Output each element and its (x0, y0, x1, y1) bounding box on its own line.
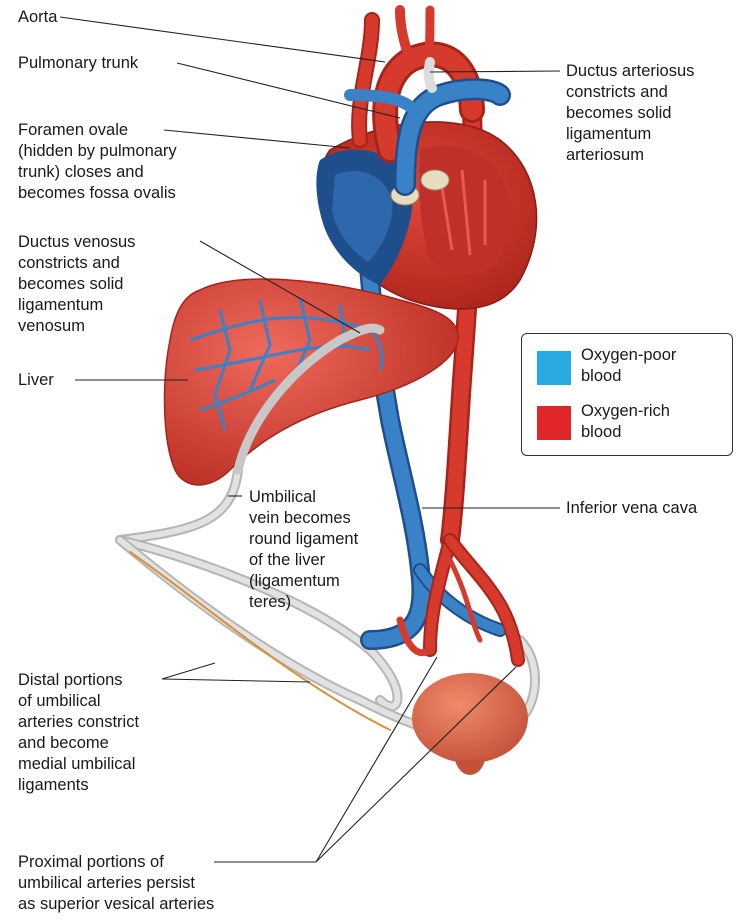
label-foramen-ovale: Foramen ovale (hidden by pulmonary trunk… (18, 120, 177, 204)
label-aorta: Aorta (18, 7, 57, 28)
label-distal-portions: Distal portions of umbilical arteries co… (18, 670, 139, 796)
oxygen-rich-label: Oxygen-rich blood (581, 401, 670, 443)
heart (316, 122, 536, 309)
legend: Oxygen-poor blood Oxygen-rich blood (521, 333, 733, 456)
label-liver: Liver (18, 370, 54, 391)
oxygen-poor-swatch (537, 351, 571, 385)
label-proximal-portions: Proximal portions of umbilical arteries … (18, 852, 214, 915)
label-ductus-arteriosus: Ductus arteriosus constricts and becomes… (566, 61, 694, 166)
bladder (412, 673, 528, 775)
label-ductus-venosus: Ductus venosus constricts and becomes so… (18, 232, 135, 337)
oxygen-rich-swatch (537, 406, 571, 440)
liver (165, 279, 459, 485)
label-inferior-vena-cava: Inferior vena cava (566, 498, 697, 519)
label-umbilical-vein: Umbilical vein becomes round ligament of… (249, 487, 358, 613)
label-pulmonary-trunk: Pulmonary trunk (18, 53, 138, 74)
oxygen-poor-label: Oxygen-poor blood (581, 345, 676, 387)
